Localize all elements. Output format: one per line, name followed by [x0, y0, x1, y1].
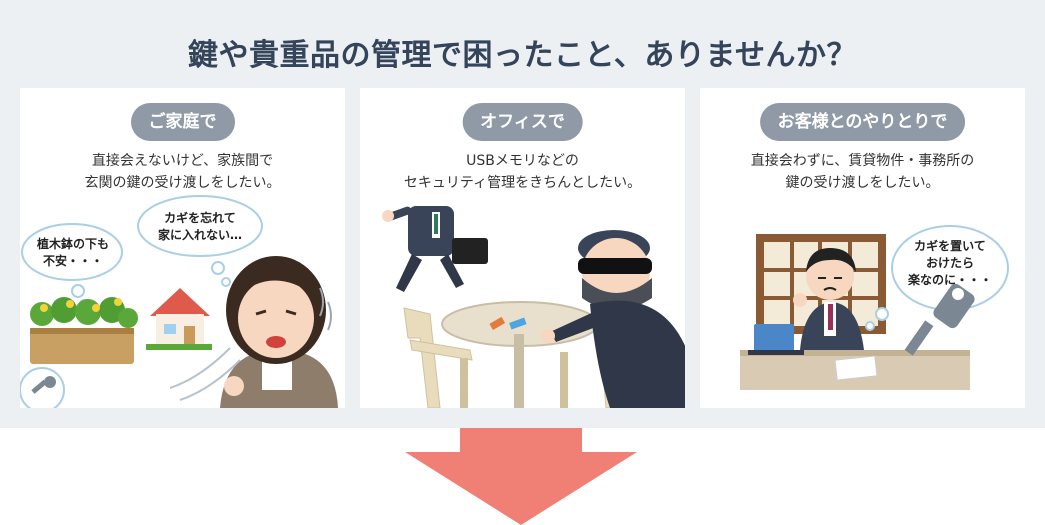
desc-line: 鍵の受け渡しをしたい。 — [785, 175, 940, 191]
desc-line: 直接会えないけど、家族間で — [91, 153, 274, 169]
tag-customer: お客様とのやりとりで — [759, 103, 966, 141]
tag-office: オフィスで — [462, 103, 583, 141]
desc-line: 直接会わずに、賃貸物件・事務所の — [750, 153, 975, 169]
house-icon — [146, 288, 212, 350]
home-illustration — [20, 195, 338, 408]
desc-line: セキュリティ管理をきちんとしたい。 — [403, 175, 642, 191]
tag-home: ご家庭で — [130, 103, 235, 141]
card-office: オフィスで USBメモリなどの セキュリティ管理をきちんとしたい。 — [360, 88, 685, 408]
desc-customer: 直接会わずに、賃貸物件・事務所の 鍵の受け渡しをしたい。 — [700, 150, 1025, 194]
worried-woman-icon — [220, 256, 338, 408]
bubble-line: 不安・・・ — [42, 254, 103, 268]
thought-bubble-right — [865, 225, 1009, 331]
key-icon — [904, 283, 975, 356]
bubble-line: 家に入れない… — [157, 228, 242, 242]
desc-line: 玄関の鍵の受け渡しをしたい。 — [84, 175, 281, 191]
down-arrow-icon — [405, 428, 637, 525]
bubble-line: おけたら — [925, 256, 974, 270]
desc-office: USBメモリなどの セキュリティ管理をきちんとしたい。 — [360, 150, 685, 194]
chair-icon — [403, 307, 473, 408]
key-icon — [20, 367, 65, 408]
bubble-text-forgot-key: カギを忘れて 家に入れない… — [142, 210, 258, 244]
desc-line: USBメモリなどの — [466, 153, 579, 169]
bubble-line: カギを忘れて — [164, 211, 236, 225]
thief-icon — [541, 230, 685, 408]
page-headline: 鍵や貴重品の管理で困ったこと、ありませんか？ — [188, 38, 857, 73]
desc-home: 直接会えないけど、家族間で 玄関の鍵の受け渡しをしたい。 — [20, 150, 345, 194]
office-illustration — [382, 206, 685, 408]
sighing-man-icon — [793, 248, 864, 350]
running-businessman-icon — [382, 206, 488, 292]
customer-illustration — [740, 225, 1009, 390]
bubble-text-planter: 植木鉢の下も 不安・・・ — [28, 236, 118, 270]
desk-icon — [740, 324, 970, 390]
flower-planter-icon — [30, 297, 138, 364]
bubble-line: カギを置いて — [914, 239, 986, 253]
bubble-line: 植木鉢の下も — [36, 237, 109, 251]
card-home: ご家庭で 直接会えないけど、家族間で 玄関の鍵の受け渡しをしたい。 植木鉢の下も… — [20, 88, 345, 408]
bubble-text-place-key: カギを置いて おけたら 楽なのに・・・ — [894, 238, 1006, 289]
thought-bubble-right — [137, 195, 263, 287]
bubble-line: 楽なのに・・・ — [907, 273, 992, 287]
card-customer: お客様とのやりとりで 直接会わずに、賃貸物件・事務所の 鍵の受け渡しをしたい。 … — [700, 88, 1025, 408]
